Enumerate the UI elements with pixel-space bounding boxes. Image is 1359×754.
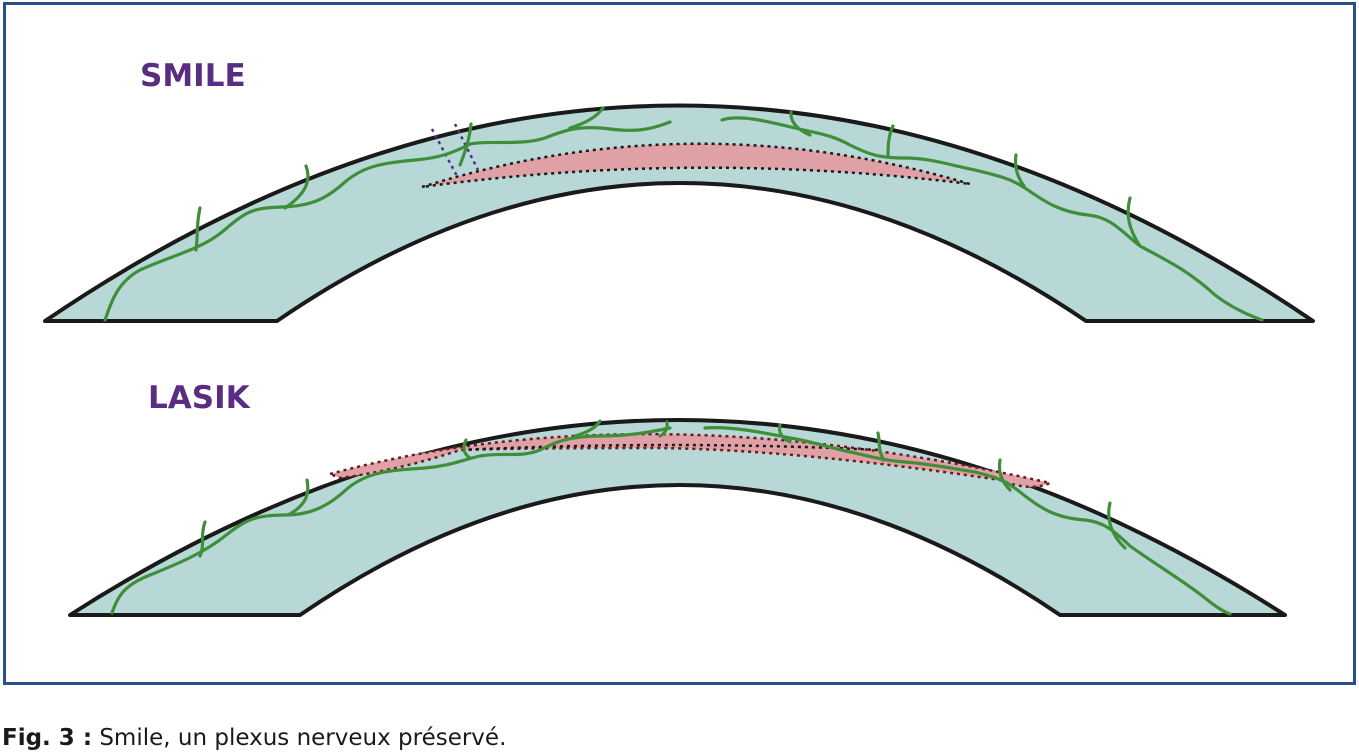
smile-lenticule [421, 142, 971, 189]
lasik-diagram: LASIK [68, 380, 1287, 617]
smile-label: SMILE [140, 58, 246, 94]
caption-figure-number: Fig. 3 : [2, 725, 93, 751]
lasik-flap [326, 432, 1054, 489]
smile-diagram: SMILE [43, 58, 1315, 323]
lasik-label: LASIK [148, 380, 251, 416]
smile-nerves [103, 106, 1264, 322]
lasik-nerves [110, 419, 1232, 616]
corneal-diagram: SMILE LASIK [43, 58, 1315, 617]
caption-text: Smile, un plexus nerveux préservé. [92, 725, 507, 751]
figure-caption: Fig. 3 : Smile, un plexus nerveux préser… [2, 724, 506, 752]
smile-incision [430, 123, 480, 179]
lasik-ablation-line [461, 443, 881, 452]
smile-cornea [43, 103, 1315, 323]
